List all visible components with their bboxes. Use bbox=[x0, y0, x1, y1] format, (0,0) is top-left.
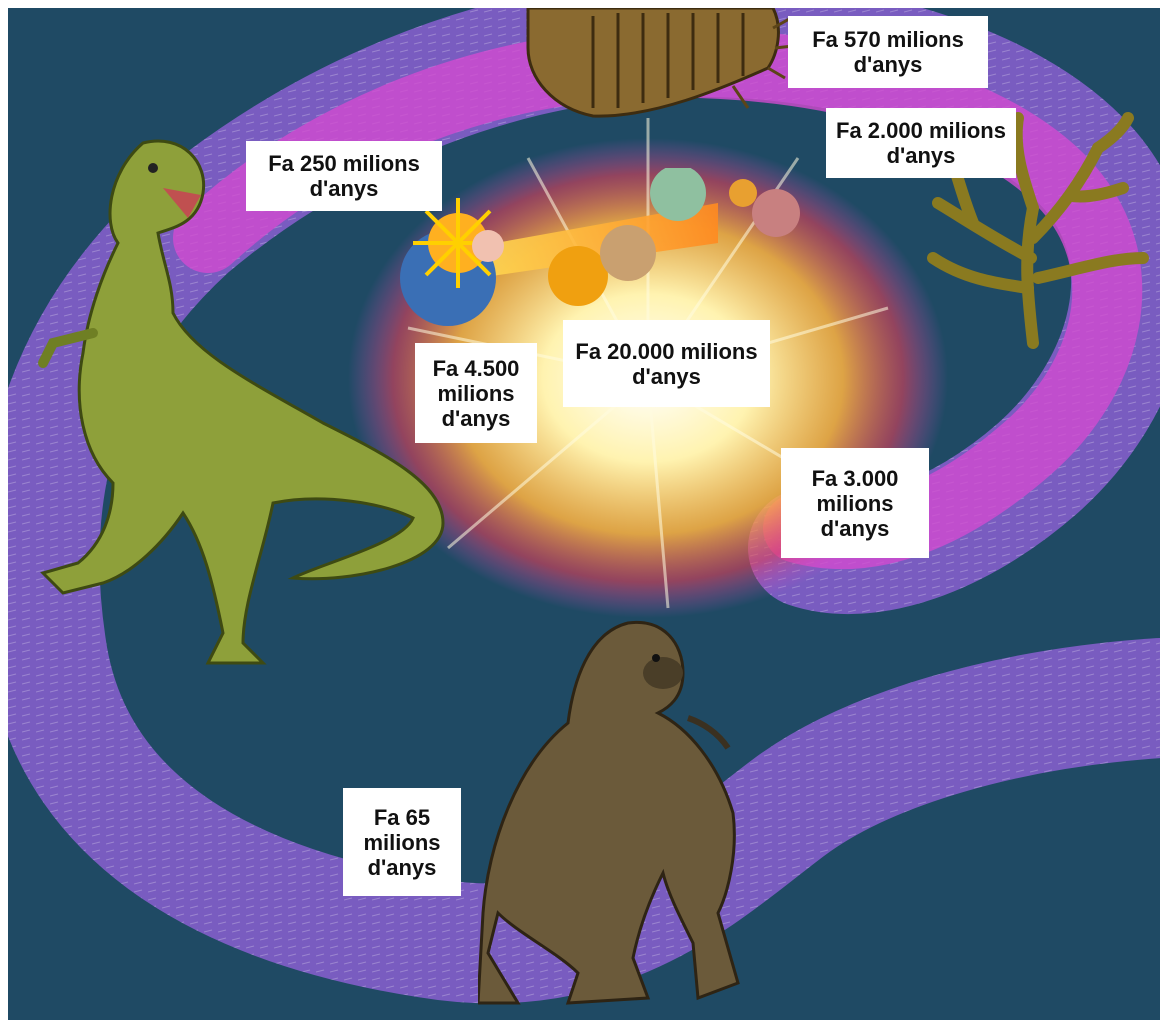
trilobite-icon bbox=[523, 8, 793, 123]
label-dinosaur: Fa 250 milions d'anys bbox=[246, 141, 442, 211]
label-algae: Fa 2.000 milions d'anys bbox=[826, 108, 1016, 178]
label-solar-system: Fa 4.500 milions d'anys bbox=[415, 343, 537, 443]
label-first-life: Fa 3.000 milions d'anys bbox=[781, 448, 929, 558]
primate-icon bbox=[478, 613, 763, 1008]
label-primate: Fa 65 milions d'anys bbox=[343, 788, 461, 896]
label-big-bang: Fa 20.000 milions d'anys bbox=[563, 320, 770, 407]
evolution-spiral-diagram: Fa 570 milions d'anys Fa 2.000 milions d… bbox=[8, 8, 1160, 1020]
label-trilobite: Fa 570 milions d'anys bbox=[788, 16, 988, 88]
